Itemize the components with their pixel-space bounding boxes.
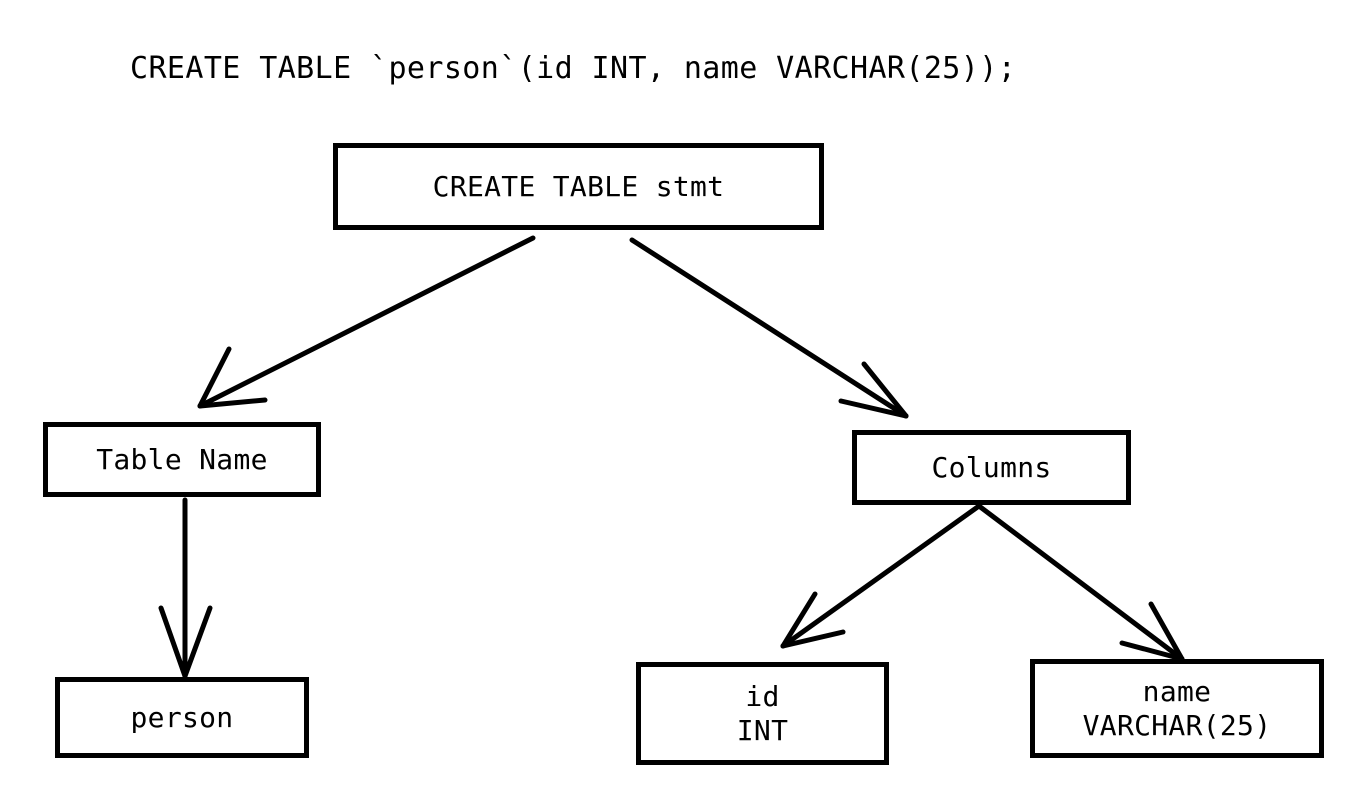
node-column-type: INT — [736, 713, 789, 747]
edge-columns-to-col-name — [976, 503, 1185, 662]
node-label: CREATE TABLE stmt — [432, 169, 725, 203]
node-label: Table Name — [96, 442, 268, 476]
edge-columns-to-col-id — [780, 503, 982, 649]
arrowhead-barb — [780, 629, 846, 649]
node-label: Columns — [931, 450, 1052, 484]
node-column-type: VARCHAR(25) — [1082, 708, 1272, 742]
arrowhead-barb — [838, 398, 909, 419]
node-column-name-varchar[interactable]: name VARCHAR(25) — [1030, 659, 1324, 758]
node-column-name: name — [1142, 674, 1212, 708]
edge-root-to-columns — [629, 237, 909, 419]
node-columns[interactable]: Columns — [852, 430, 1131, 505]
node-table-name[interactable]: Table Name — [43, 422, 321, 497]
node-column-name: id — [745, 679, 780, 713]
arrowhead-barb — [861, 361, 909, 419]
sql-statement-caption: CREATE TABLE `person`(id INT, name VARCH… — [130, 51, 1017, 86]
node-column-id[interactable]: id INT — [636, 662, 889, 765]
edge-root-to-table-name — [197, 235, 536, 409]
arrowhead-barb — [780, 591, 818, 649]
node-create-table-stmt[interactable]: CREATE TABLE stmt — [333, 143, 824, 230]
arrowhead-barb — [182, 605, 213, 679]
arrowhead-barb — [1148, 601, 1185, 662]
arrowhead-barb — [197, 397, 268, 409]
node-label: person — [130, 700, 234, 734]
arrowhead-barb — [158, 605, 188, 679]
arrowhead-barb — [197, 346, 232, 409]
edge-table-name-to-person — [158, 497, 213, 679]
node-person[interactable]: person — [55, 677, 309, 758]
arrowhead-barb — [1119, 640, 1185, 662]
